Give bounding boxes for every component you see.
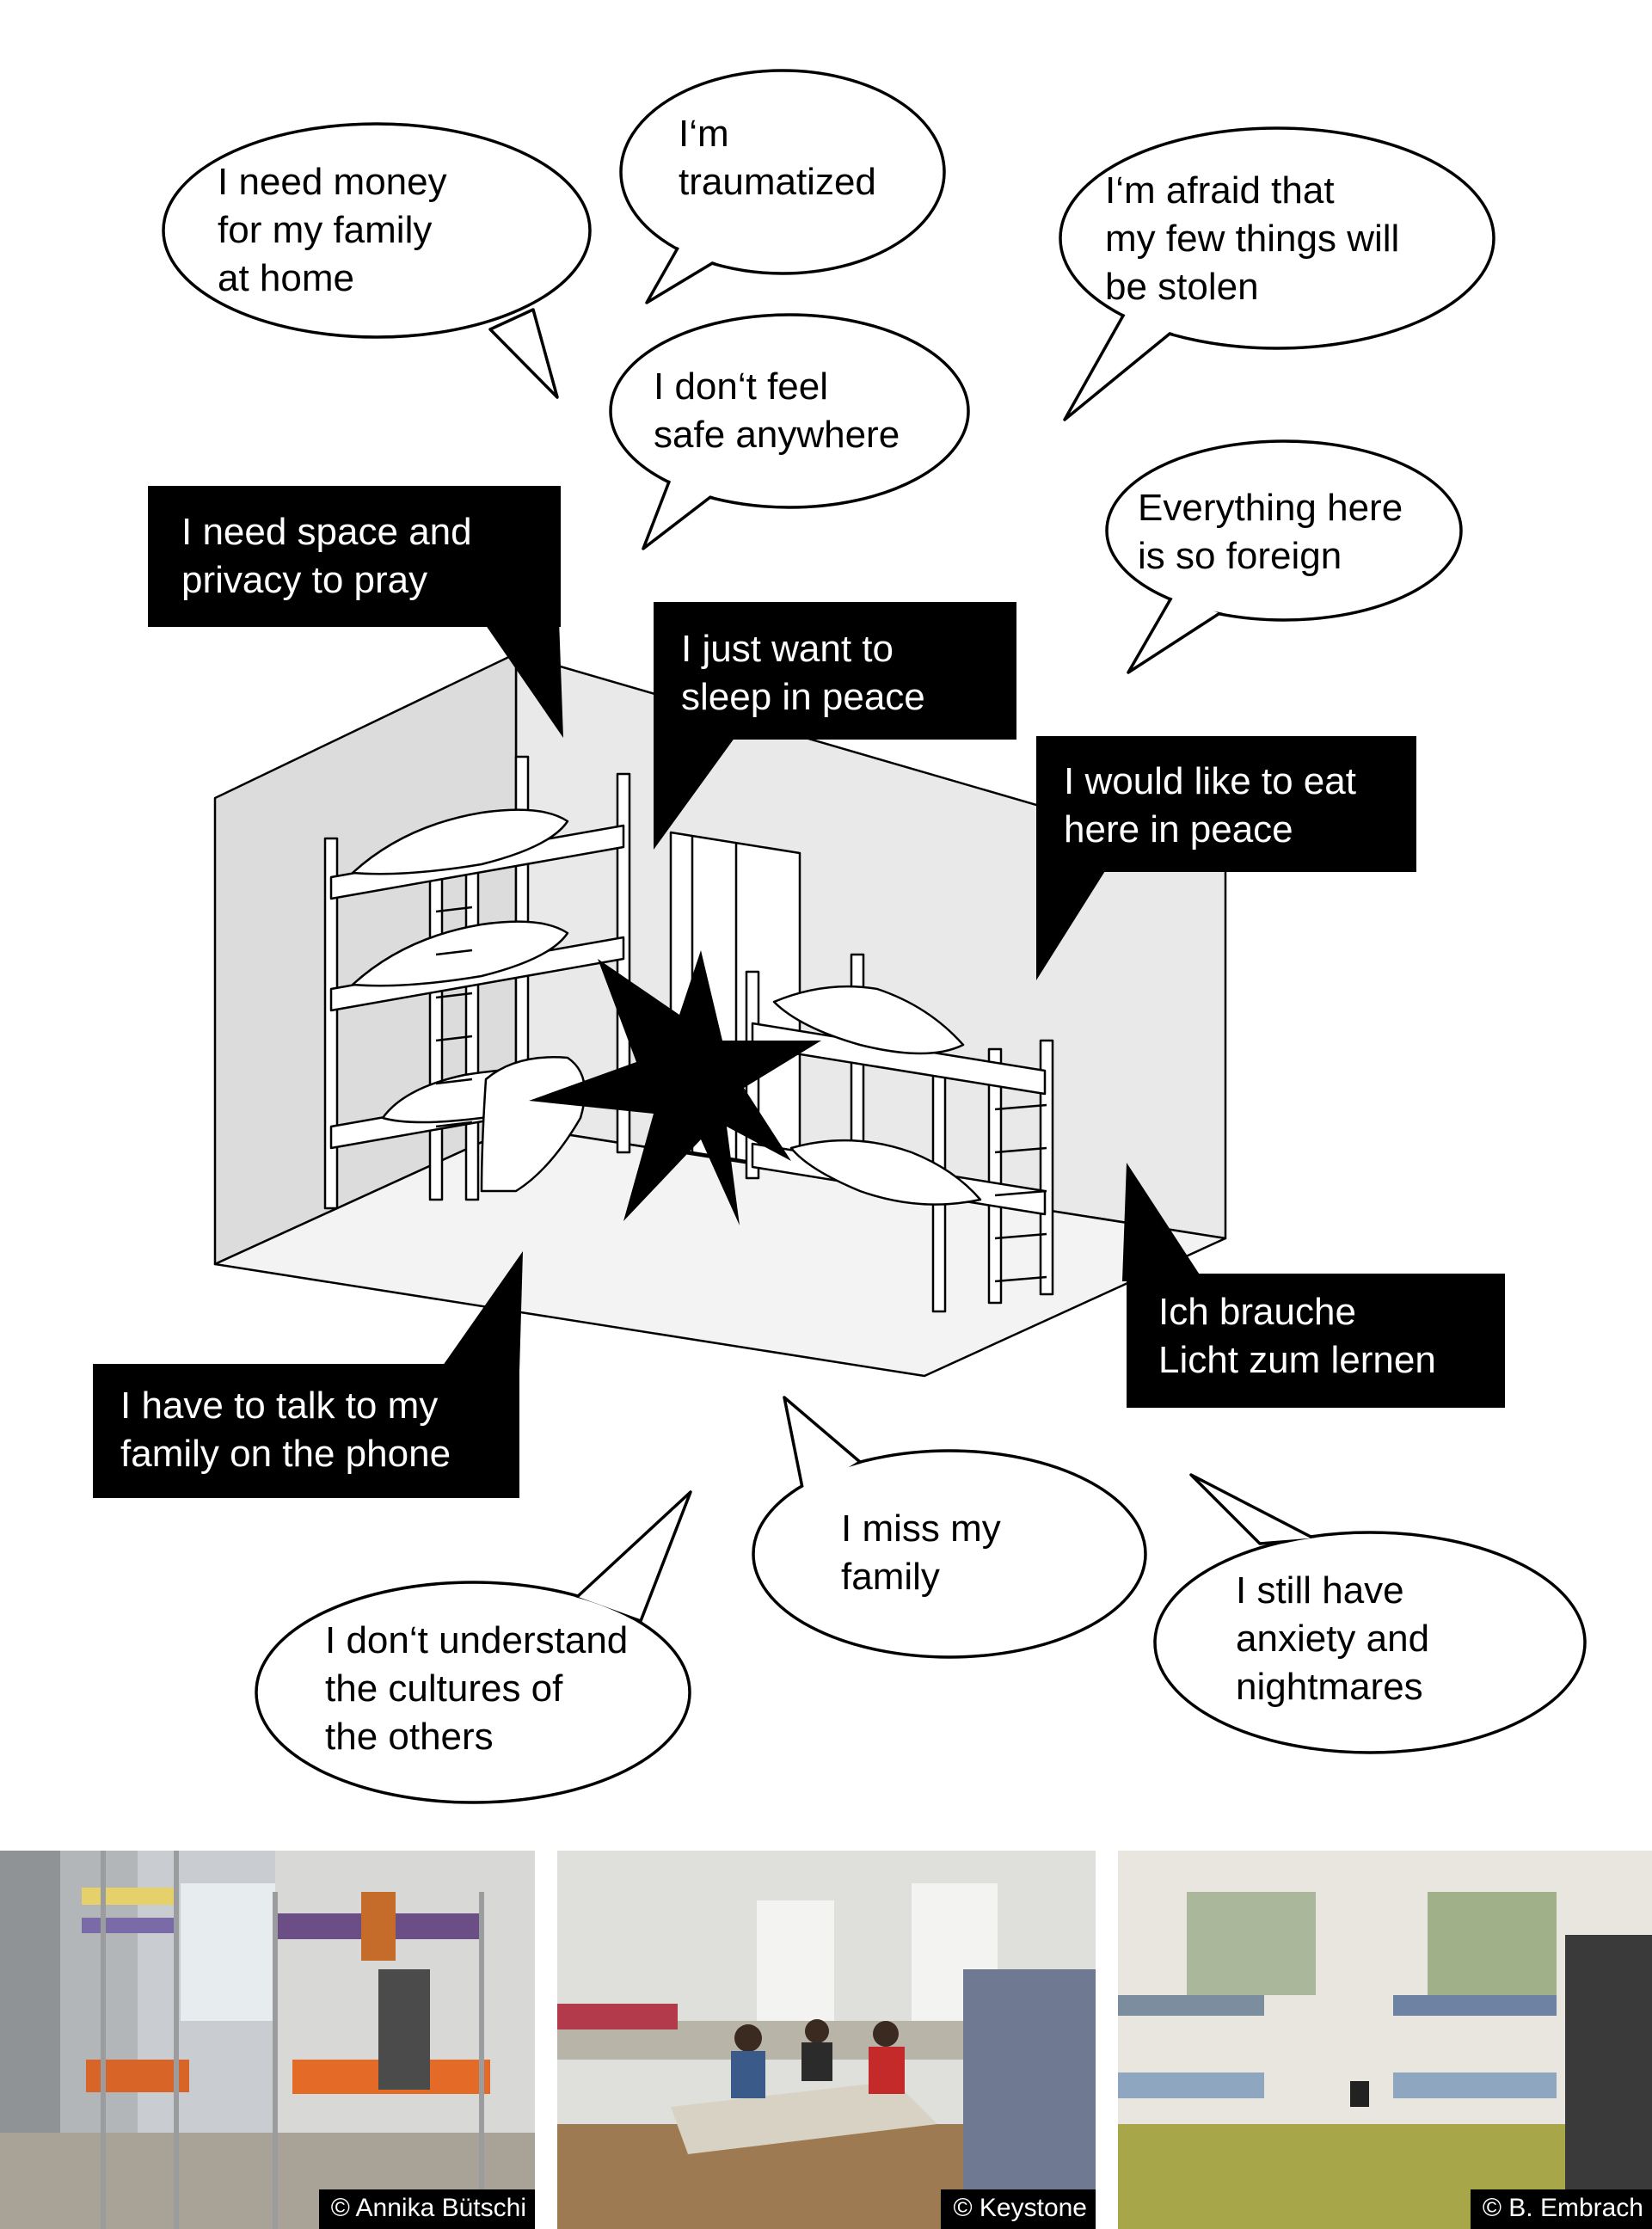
bunk-bed-right xyxy=(745,953,1054,1313)
photo-credit: © B. Embrach xyxy=(1470,2189,1652,2229)
box-pray xyxy=(148,486,563,738)
bubble-miss-family xyxy=(752,1396,1147,1659)
text-line: here in peace xyxy=(1064,808,1293,850)
text-line: sleep in peace xyxy=(681,676,925,718)
photo-3 xyxy=(1118,1851,1652,2229)
box-sleep xyxy=(654,602,1016,850)
caption-box-phone: I have to talk to my family on the phone xyxy=(120,1382,451,1478)
photo-frame-2: © Keystone xyxy=(557,1851,1096,2229)
bubble-safe xyxy=(609,313,970,550)
text-line: be stolen xyxy=(1105,266,1259,308)
text-line: I need space and xyxy=(181,511,472,553)
caption-box-shapes xyxy=(93,486,1505,1498)
text-line: my few things will xyxy=(1105,218,1400,260)
box-licht xyxy=(1122,1163,1505,1408)
bubble-money xyxy=(162,122,592,399)
text-line: I just want to xyxy=(681,628,894,670)
speech-bubble-cultures: I don‘t understand the cultures of the o… xyxy=(325,1617,628,1761)
text-line: Ich brauche xyxy=(1158,1291,1356,1333)
text-line: traumatized xyxy=(679,161,876,203)
text-line: anxiety and xyxy=(1236,1618,1430,1660)
text-line: I‘m xyxy=(679,113,729,155)
text-line: family xyxy=(841,1556,940,1598)
bunk-bed-left xyxy=(323,755,631,1210)
text-line: I don‘t understand xyxy=(325,1619,629,1661)
text-line: is so foreign xyxy=(1138,535,1342,577)
text-line: the others xyxy=(325,1716,494,1758)
ladder-rungs-right xyxy=(994,1103,1047,1283)
caption-box-licht: Ich brauche Licht zum lernen xyxy=(1158,1288,1436,1385)
text-line: I would like to eat xyxy=(1064,760,1356,802)
bubble-anxiety xyxy=(1153,1473,1587,1754)
bubble-traumatized xyxy=(619,69,946,304)
text-line: at home xyxy=(218,257,354,299)
speech-bubble-safe: I don‘t feel safe anywhere xyxy=(654,363,900,459)
box-eat xyxy=(1036,736,1416,980)
speech-bubble-money: I need money for my family at home xyxy=(218,158,447,303)
photo-credit: © Keystone xyxy=(941,2189,1096,2229)
bubble-stolen xyxy=(1059,126,1495,421)
text-line: safe anywhere xyxy=(654,414,900,456)
text-line: I miss my xyxy=(841,1507,1001,1550)
caption-box-sleep: I just want to sleep in peace xyxy=(681,625,925,722)
photo-frame-1: © Annika Bütschi xyxy=(0,1851,535,2229)
photo-2 xyxy=(557,1851,1096,2229)
bubble-cultures xyxy=(255,1490,692,1804)
caption-box-eat: I would like to eat here in peace xyxy=(1064,758,1356,854)
text-line: I‘m afraid that xyxy=(1105,169,1335,212)
text-line: I still have xyxy=(1236,1569,1404,1612)
text-line: Licht zum lernen xyxy=(1158,1339,1436,1381)
text-line: the cultures of xyxy=(325,1667,563,1710)
text-line: I need money xyxy=(218,161,447,203)
text-line: family on the phone xyxy=(120,1433,451,1475)
text-line: nightmares xyxy=(1236,1666,1423,1708)
speech-bubble-stolen: I‘m afraid that my few things will be st… xyxy=(1105,167,1399,311)
photo-1 xyxy=(0,1851,535,2229)
caption-box-pray: I need space and privacy to pray xyxy=(181,508,472,605)
speech-bubble-anxiety: I still have anxiety and nightmares xyxy=(1236,1567,1429,1711)
ladder-rungs xyxy=(435,906,473,1128)
speech-bubble-shapes xyxy=(162,69,1587,1804)
speech-bubble-miss-family: I miss my family xyxy=(841,1505,1001,1601)
photo-frame-3: © B. Embrach xyxy=(1118,1851,1652,2229)
conflict-burst-icon xyxy=(529,950,821,1225)
speech-bubble-traumatized: I‘m traumatized xyxy=(679,110,876,206)
text-line: for my family xyxy=(218,209,433,251)
bubble-foreign xyxy=(1105,439,1463,674)
text-line: Everything here xyxy=(1138,487,1403,529)
text-line: I don‘t feel xyxy=(654,365,829,408)
speech-bubble-foreign: Everything here is so foreign xyxy=(1138,484,1403,580)
box-phone xyxy=(93,1251,523,1498)
text-line: I have to talk to my xyxy=(120,1385,439,1427)
photo-credit: © Annika Bütschi xyxy=(318,2189,535,2229)
text-line: privacy to pray xyxy=(181,559,428,601)
